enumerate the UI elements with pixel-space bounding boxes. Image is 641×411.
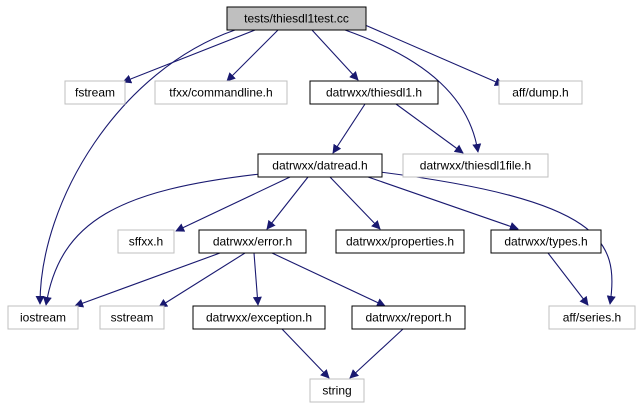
node-box-thiesdl1file bbox=[402, 153, 549, 178]
node-sffxx[interactable]: sffxx.h bbox=[117, 229, 175, 254]
node-label-root: tests/thiesdl1test.cc bbox=[244, 12, 349, 26]
node-label-error: datrwxx/error.h bbox=[213, 235, 292, 249]
edge-thiesdl1-to-thiesdl1file bbox=[395, 103, 464, 154]
edge-datread-to-iostream bbox=[42, 173, 261, 306]
node-label-thiesdl1: datrwxx/thiesdl1.h bbox=[326, 86, 422, 100]
edge-datread-to-error bbox=[266, 176, 309, 230]
node-label-string: string bbox=[322, 384, 351, 398]
edge-exception-to-string bbox=[281, 328, 330, 379]
node-label-sstream: sstream bbox=[111, 311, 154, 325]
edge-error-to-report bbox=[271, 252, 386, 307]
node-commandline[interactable]: tfxx/commandline.h bbox=[154, 80, 288, 105]
edge-error-to-sstream bbox=[158, 252, 246, 308]
node-box-sffxx bbox=[117, 229, 175, 254]
node-label-report: datrwxx/report.h bbox=[365, 311, 451, 325]
edge-report-to-string bbox=[349, 328, 404, 379]
node-box-types bbox=[490, 229, 602, 254]
node-box-properties bbox=[335, 229, 465, 254]
node-fstream[interactable]: fstream bbox=[64, 80, 126, 105]
node-report[interactable]: datrwxx/report.h bbox=[351, 305, 466, 330]
edge-error-to-iostream bbox=[74, 252, 221, 308]
dependency-edges bbox=[35, 24, 616, 379]
node-series[interactable]: aff/series.h bbox=[548, 305, 636, 330]
node-label-series: aff/series.h bbox=[563, 311, 621, 325]
edge-root-to-thiesdl1 bbox=[311, 29, 359, 81]
node-box-exception bbox=[192, 305, 326, 330]
node-box-fstream bbox=[64, 80, 126, 105]
node-box-dump bbox=[498, 80, 583, 105]
node-box-error bbox=[198, 229, 307, 254]
edge-datread-to-types bbox=[367, 176, 519, 231]
node-box-report bbox=[351, 305, 466, 330]
node-dump[interactable]: aff/dump.h bbox=[498, 80, 583, 105]
node-root[interactable]: tests/thiesdl1test.cc bbox=[226, 6, 367, 31]
node-datread[interactable]: datrwxx/datread.h bbox=[257, 153, 383, 178]
node-error[interactable]: datrwxx/error.h bbox=[198, 229, 307, 254]
node-box-series bbox=[548, 305, 636, 330]
node-label-sffxx: sffxx.h bbox=[129, 235, 163, 249]
node-exception[interactable]: datrwxx/exception.h bbox=[192, 305, 326, 330]
node-box-sstream bbox=[99, 305, 165, 330]
node-properties[interactable]: datrwxx/properties.h bbox=[335, 229, 465, 254]
edge-error-to-exception bbox=[252, 252, 262, 306]
node-label-datread: datrwxx/datread.h bbox=[272, 159, 367, 173]
node-box-iostream bbox=[7, 305, 79, 330]
edge-root-to-dump bbox=[364, 24, 504, 86]
node-string[interactable]: string bbox=[309, 378, 365, 403]
edge-datread-to-sffxx bbox=[175, 176, 291, 232]
node-label-types: datrwxx/types.h bbox=[504, 235, 587, 249]
node-box-thiesdl1 bbox=[309, 80, 439, 105]
edge-thiesdl1-to-datread bbox=[332, 103, 366, 154]
node-label-exception: datrwxx/exception.h bbox=[206, 311, 312, 325]
edge-root-to-iostream bbox=[35, 29, 236, 305]
node-box-datread bbox=[257, 153, 383, 178]
edge-datread-to-series bbox=[379, 171, 616, 305]
node-label-dump: aff/dump.h bbox=[512, 86, 568, 100]
node-thiesdl1[interactable]: datrwxx/thiesdl1.h bbox=[309, 80, 439, 105]
node-label-thiesdl1file: datrwxx/thiesdl1file.h bbox=[420, 159, 531, 173]
edge-datread-to-properties bbox=[329, 176, 381, 230]
node-thiesdl1file[interactable]: datrwxx/thiesdl1file.h bbox=[402, 153, 549, 178]
node-box-commandline bbox=[154, 80, 288, 105]
dependency-nodes: tests/thiesdl1test.cc fstream tfxx/command… bbox=[7, 6, 636, 403]
node-label-fstream: fstream bbox=[75, 86, 115, 100]
edge-types-to-series bbox=[547, 252, 589, 306]
edge-root-to-fstream bbox=[122, 29, 256, 84]
node-box-string bbox=[309, 378, 365, 403]
node-types[interactable]: datrwxx/types.h bbox=[490, 229, 602, 254]
edge-root-to-thiesdl1file bbox=[344, 29, 482, 153]
node-box-root bbox=[226, 6, 367, 31]
node-sstream[interactable]: sstream bbox=[99, 305, 165, 330]
node-label-iostream: iostream bbox=[20, 311, 66, 325]
node-label-properties: datrwxx/properties.h bbox=[346, 235, 454, 249]
edge-root-to-commandline bbox=[226, 29, 279, 82]
node-iostream[interactable]: iostream bbox=[7, 305, 79, 330]
node-label-commandline: tfxx/commandline.h bbox=[169, 86, 272, 100]
